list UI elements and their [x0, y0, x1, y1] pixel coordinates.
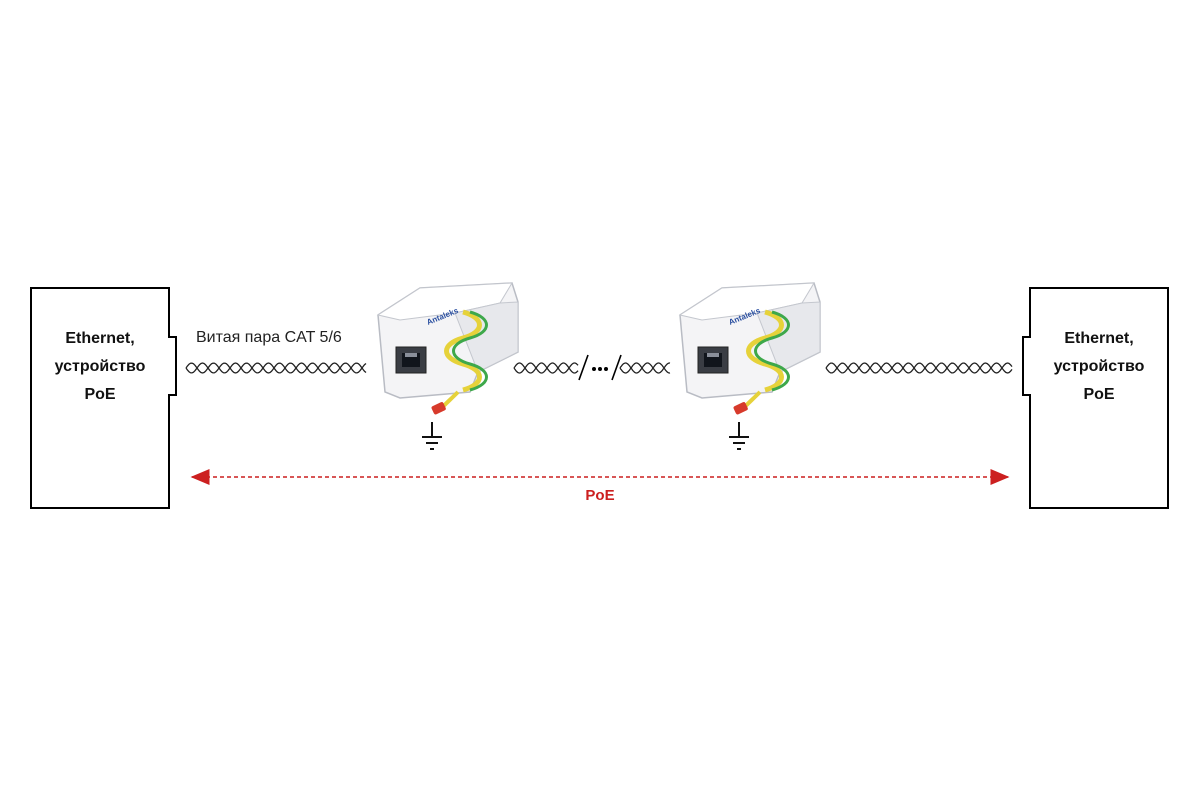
- poe-span-label: PoE: [585, 487, 615, 504]
- device-left-line-2: устройство: [54, 358, 146, 375]
- device-right-line-1: Ethernet,: [1064, 330, 1134, 347]
- ethernet-poe-device-right: Ethernet, устройство PoE: [1029, 287, 1169, 509]
- twisted-pair-wire: [619, 362, 671, 374]
- device-right-line-2: устройство: [1053, 358, 1145, 375]
- surge-protector-2: Antaleks: [678, 282, 821, 415]
- device-left-line-1: Ethernet,: [65, 330, 135, 347]
- cable-caption: Витая пара CAT 5/6: [196, 329, 342, 346]
- device-right-line-3: PoE: [1083, 386, 1115, 403]
- twisted-pair-segment-2: [513, 362, 579, 374]
- surge-protector-1: Antaleks: [376, 282, 519, 415]
- twisted-pair-segment-4: [825, 362, 1013, 374]
- device-left-port: [168, 336, 177, 396]
- twisted-pair-wire: [825, 362, 1013, 374]
- twisted-pair-wire: [619, 362, 671, 374]
- twisted-pair-wire: [185, 362, 367, 374]
- device-left-line-3: PoE: [84, 386, 116, 403]
- ethernet-poe-device-left: Ethernet, устройство PoE: [30, 287, 170, 509]
- rj45-port-icon: [395, 346, 427, 374]
- ground-icon: [422, 422, 442, 450]
- device-right-label: Ethernet, устройство PoE: [1031, 325, 1167, 409]
- twisted-pair-wire: [513, 362, 579, 374]
- twisted-pair-wire: [185, 362, 367, 374]
- cable-break-mark: [578, 354, 622, 381]
- twisted-pair-wire: [825, 362, 1013, 374]
- twisted-pair-segment-3: [619, 362, 671, 374]
- device-right-port: [1022, 336, 1031, 396]
- rj45-port-icon: [697, 346, 729, 374]
- twisted-pair-segment-1: [185, 362, 367, 374]
- ground-icon: [729, 422, 749, 450]
- device-left-label: Ethernet, устройство PoE: [32, 325, 168, 409]
